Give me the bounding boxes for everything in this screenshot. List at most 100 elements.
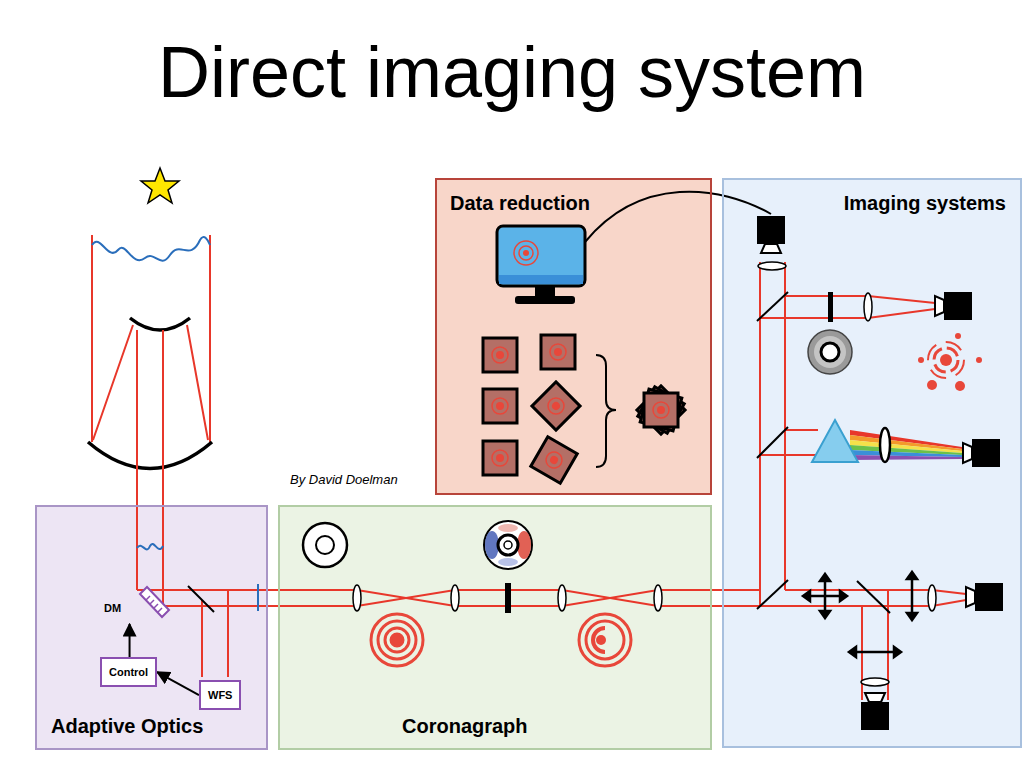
ring-image-icon [814,336,846,368]
spectrum [812,420,962,462]
monitor [523,250,529,256]
process-box: Control [100,657,157,687]
credit-label: By David Doelman [290,472,398,487]
group-panel: Data reduction [435,178,712,495]
suppressed-psf-icon [586,621,624,659]
psf-icon [378,621,416,659]
lenses [928,585,936,611]
ring-image-icon [808,330,852,374]
lyot-icon [484,521,532,569]
input-pupil-icon [316,536,334,554]
translation-arrows [907,572,917,579]
panel-fill [278,505,712,750]
star [141,168,179,203]
panel-heading: Imaging systems [710,192,1006,214]
beam-path [137,590,760,606]
input-pupil-icon [303,523,347,567]
focal-mask [505,583,511,613]
lenses [451,585,459,611]
spectrum [880,428,890,462]
suppressed-psf-icon [593,628,605,652]
monitor [519,246,533,260]
pupil-marker [257,584,259,611]
cameras [963,439,1000,467]
planets-icon [940,354,952,366]
beam-splitters [188,586,214,612]
telescope [92,237,210,261]
frames [596,355,616,467]
psf-icon [391,634,403,646]
planets-icon [918,333,982,391]
planets-icon [934,348,958,372]
lenses [864,293,872,321]
lenses [353,585,361,611]
frames [483,441,517,475]
monitor [515,296,575,304]
telescope [92,235,210,442]
translation-arrows [849,647,856,657]
spectrum [850,455,962,460]
lenses [558,585,566,611]
monitor [514,241,538,265]
translation-arrows [907,613,917,620]
suppressed-psf-icon [579,614,631,666]
cameras [757,216,1003,730]
ring-image-icon [821,343,839,361]
cameras [757,216,785,253]
monitor [585,192,771,242]
planets-icon [976,357,982,363]
planets-icon [928,342,964,378]
psf-icon [371,614,423,666]
monitor [497,226,585,286]
telescope [137,330,163,606]
deformable-mirror [140,587,169,617]
telescope [88,442,212,469]
panel-heading: Data reduction [450,192,723,214]
planets-icon [927,380,937,390]
lyot-icon [498,524,518,532]
suppressed-psf-icon [596,635,606,645]
control-arrow [157,672,199,695]
box-label: Control [109,666,148,678]
field-stop [828,292,833,322]
lenses [654,585,662,611]
cameras [966,583,1003,611]
frames [483,338,517,372]
lenses [758,262,786,270]
panel-fill [435,178,712,495]
mirror-node: DM [102,590,168,624]
beam-path [163,590,760,606]
ring-image-icon [808,330,852,374]
panel-fill [722,178,1022,748]
planets-icon [955,333,961,339]
box-label: WFS [208,689,232,701]
title: Direct imaging system [0,36,1024,108]
translation-arrows [840,591,847,601]
translation-arrows [803,572,917,657]
beam-splitters [857,581,890,613]
frames [483,335,685,483]
suppressed-psf-icon [579,614,631,666]
frames [531,437,577,483]
cameras [935,292,972,320]
psf-icon [385,628,409,652]
psf-icon [371,614,423,666]
lenses [861,678,889,686]
group-panel: Imaging systems [722,178,1022,748]
group-panel: Adaptive OpticsDMControlWFS [35,505,268,750]
lyot-icon [498,535,518,555]
frames [640,389,682,431]
telescope [88,235,212,606]
lenses [353,262,936,686]
telescope [130,318,190,330]
beam-path [760,296,935,318]
translation-arrows [820,574,830,581]
panel-heading: Adaptive Optics [51,715,280,737]
spectrum [812,420,858,462]
translation-arrows [820,611,830,618]
group-panel: Coronagraph [278,505,712,750]
panel-fill [35,505,268,750]
lyot-icon [484,521,532,569]
